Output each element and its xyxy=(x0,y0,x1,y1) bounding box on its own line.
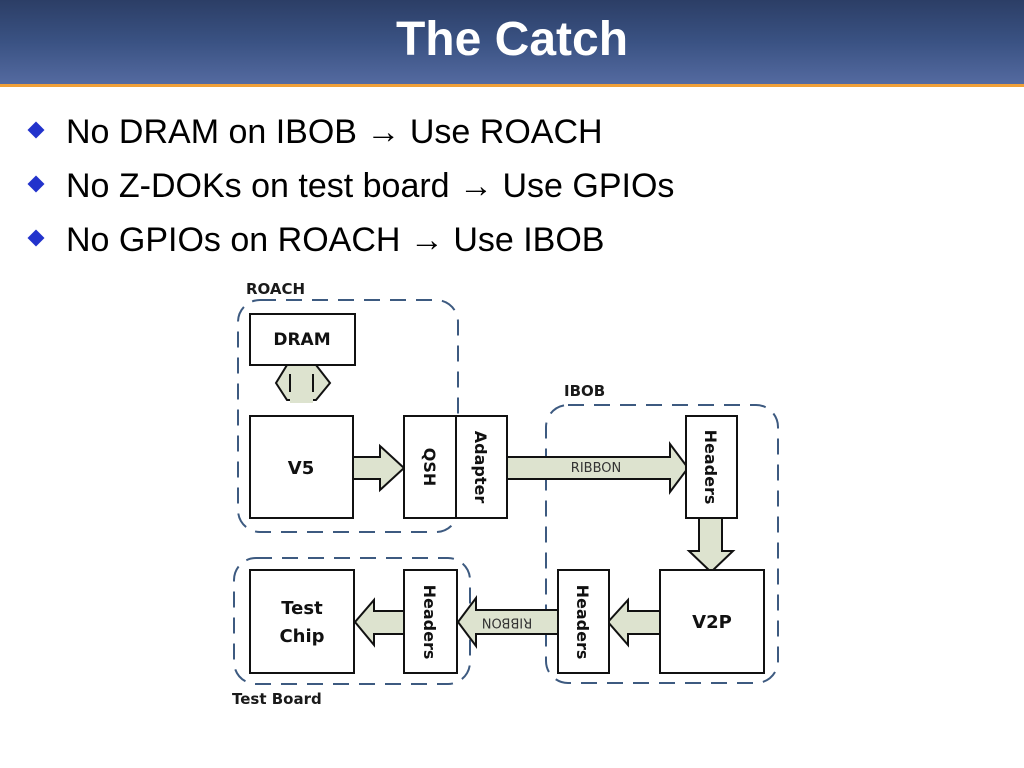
headers-ibob-top-label: Headers xyxy=(701,430,720,505)
title-underline xyxy=(0,84,1024,87)
test-chip-block xyxy=(249,569,355,674)
ribbon-top-arrow xyxy=(506,441,690,495)
adapter-label: Adapter xyxy=(471,431,490,504)
dram-v5-arrow-shaft xyxy=(290,364,313,403)
v5-block xyxy=(249,415,354,519)
slide-title: The Catch xyxy=(395,13,629,66)
ibob-group-box xyxy=(545,404,779,684)
ribbon-top-label: RIBBON xyxy=(571,461,621,476)
v2p-label: V2P xyxy=(692,612,732,633)
headers-v2p-arrow xyxy=(686,512,736,574)
headers-ibob-top-block xyxy=(685,415,738,519)
test-board-label: Test Board xyxy=(232,690,322,708)
headers-ibob-bottom-label: Headers xyxy=(573,585,592,660)
roach-group-box xyxy=(237,299,459,533)
headers-test-label: Headers xyxy=(420,585,439,660)
qsh-label: QSH xyxy=(420,448,439,487)
adapter-block xyxy=(455,415,508,519)
v2p-headers-arrow xyxy=(606,597,663,648)
headers-test-block xyxy=(403,569,458,674)
test-chip-label-line1: Test xyxy=(281,598,323,619)
dram-label: DRAM xyxy=(273,330,330,350)
ribbon-bottom-label: RIBBON xyxy=(482,615,532,630)
qsh-block xyxy=(403,415,457,519)
headers-ibob-bottom-block xyxy=(557,569,610,674)
bullet-text: No DRAM on IBOB → Use ROACH xyxy=(66,113,603,151)
v5-label: V5 xyxy=(288,458,314,479)
roach-label: ROACH xyxy=(246,280,305,298)
ibob-label: IBOB xyxy=(564,382,605,400)
title-bar xyxy=(0,0,1024,84)
v2p-block xyxy=(659,569,765,674)
bullet-text: No Z-DOKs on test board → Use GPIOs xyxy=(66,167,675,205)
ribbon-bottom-arrow xyxy=(456,595,560,649)
headers-testchip-arrow xyxy=(353,597,406,648)
dram-block xyxy=(249,313,356,366)
bullet-text: No GPIOs on ROACH → Use IBOB xyxy=(66,221,605,259)
test-chip-label-line2: Chip xyxy=(279,626,324,647)
